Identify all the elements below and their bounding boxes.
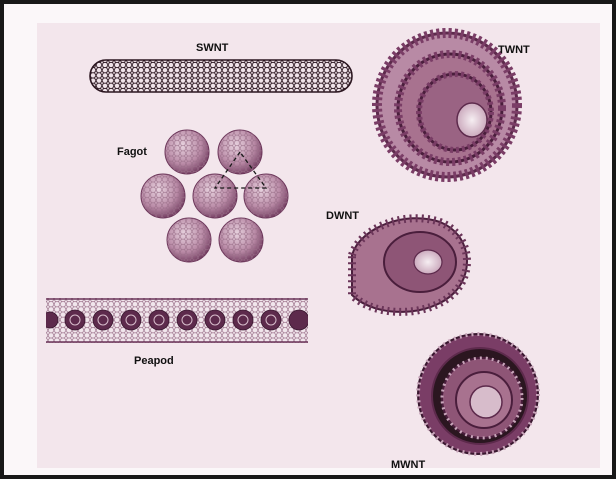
dwnt-tube [352,218,467,312]
peapod-label: Peapod [134,355,174,367]
mwnt-label: MWNT [391,459,425,471]
dwnt-label: DWNT [326,210,359,222]
twnt-tube [377,33,517,177]
twnt-label: TWNT [498,44,530,56]
fagot-bundle [141,130,288,262]
fagot-label: Fagot [117,146,147,158]
mwnt-tube [418,334,538,454]
swnt-tube [90,60,352,92]
swnt-label: SWNT [196,42,228,54]
peapod-tube [42,298,309,343]
